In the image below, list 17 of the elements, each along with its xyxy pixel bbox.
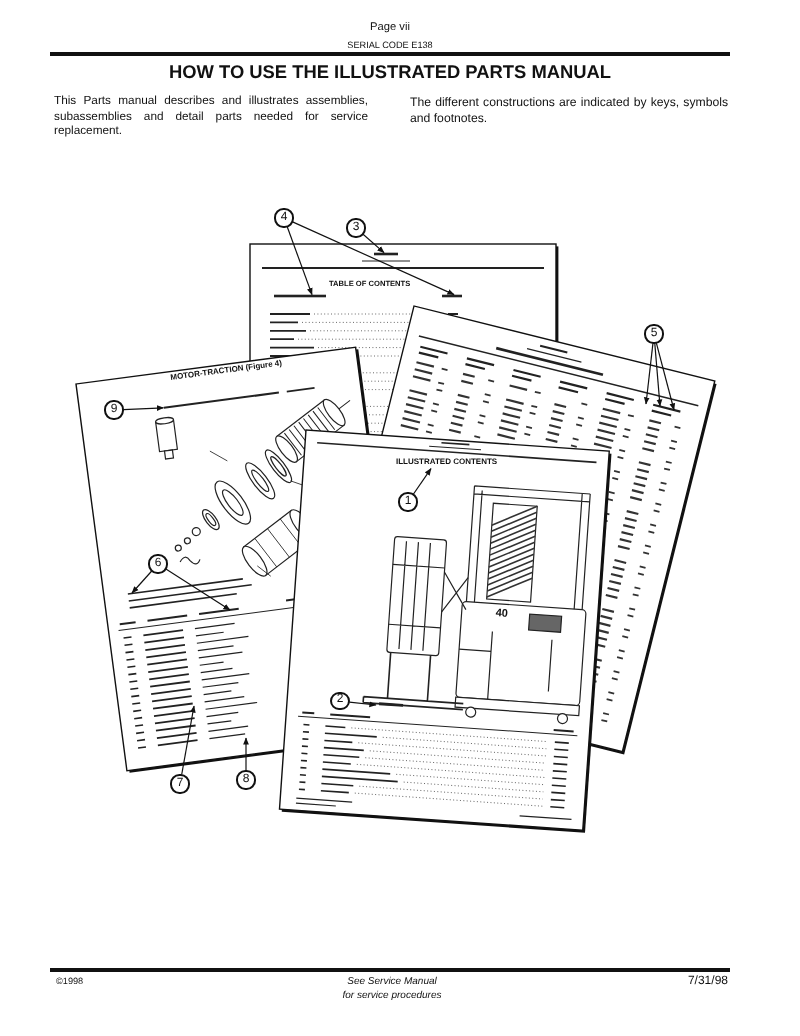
leader-line bbox=[362, 233, 385, 254]
leader-line bbox=[286, 226, 313, 296]
leader-line bbox=[131, 570, 153, 594]
leader-line bbox=[291, 221, 455, 296]
leader-line bbox=[181, 705, 196, 776]
text-line bbox=[442, 294, 462, 298]
text-line bbox=[274, 294, 326, 298]
leader-line bbox=[348, 701, 377, 708]
leader-line bbox=[654, 342, 663, 407]
leader-line bbox=[243, 737, 249, 772]
leader-line bbox=[655, 342, 676, 411]
leader-line bbox=[122, 405, 164, 411]
leader-line bbox=[412, 468, 432, 495]
leader-line bbox=[165, 568, 231, 611]
text-line bbox=[374, 252, 398, 256]
page-title: HOW TO USE THE ILLUSTRATED PARTS MANUAL bbox=[169, 61, 611, 83]
leader-line bbox=[643, 342, 654, 405]
